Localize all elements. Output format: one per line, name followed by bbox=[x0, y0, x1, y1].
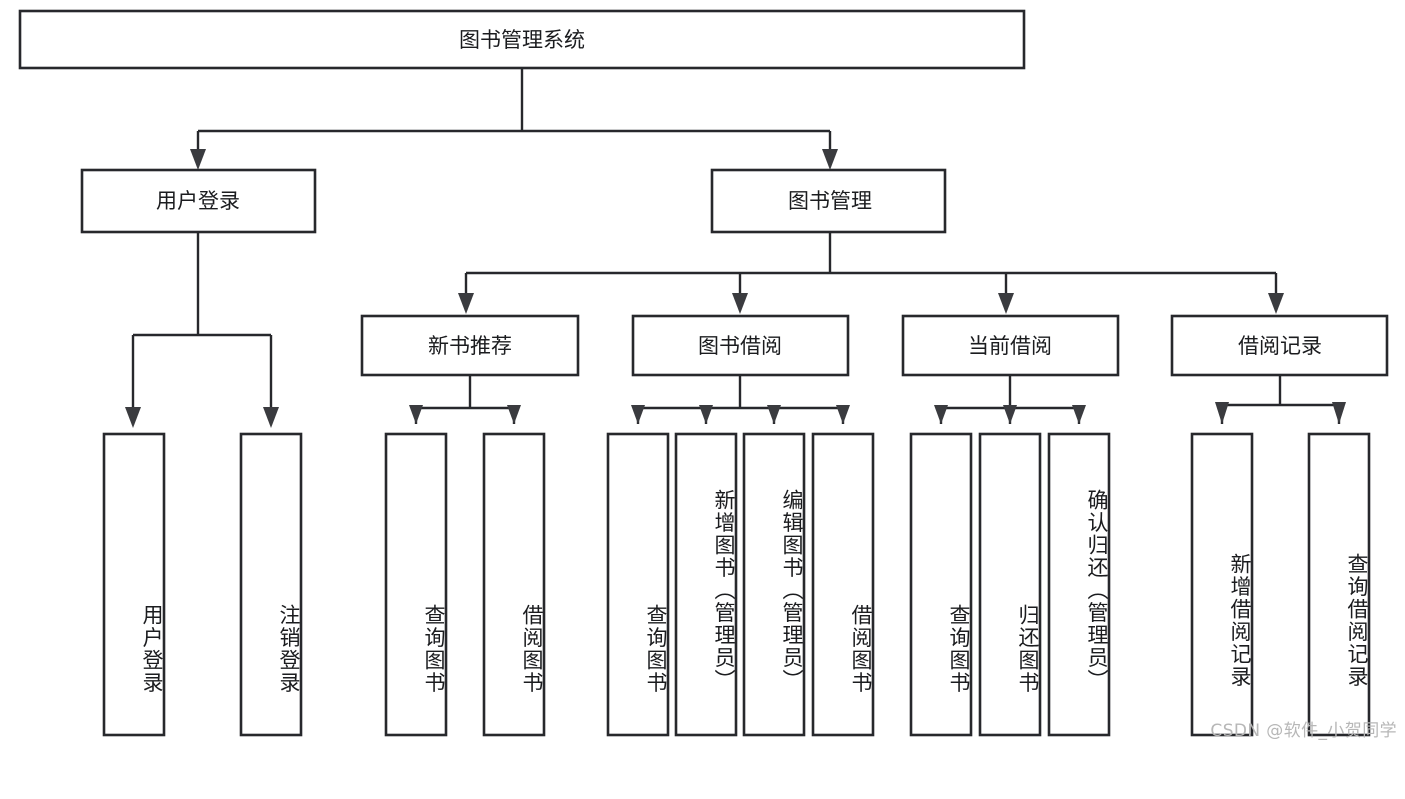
node-current-borrow-label: 当前借阅 bbox=[968, 334, 1052, 358]
node-leaf-book-borrow-2-box[interactable] bbox=[674, 432, 738, 737]
node-leaf-user-login-2-box[interactable] bbox=[239, 432, 303, 737]
arrowhead-book-mgmt bbox=[822, 149, 838, 170]
arrowhead-user-login bbox=[190, 149, 206, 170]
node-layer: 图书管理系统 用户登录 图书管理 新书推荐 图书借阅 当前借阅 借阅记录 bbox=[18, 9, 1389, 737]
node-root-label: 图书管理系统 bbox=[459, 28, 585, 52]
arrowhead-layer bbox=[125, 149, 1346, 428]
node-new-book-box[interactable] bbox=[360, 314, 580, 377]
node-leaf-borrow-record-1-box[interactable] bbox=[1190, 432, 1254, 737]
flowchart-canvas: 图书管理系统 用户登录 图书管理 新书推荐 图书借阅 当前借阅 借阅记录 bbox=[18, 9, 1397, 741]
arrowhead-current-borrow-leaf-2 bbox=[1003, 405, 1017, 424]
node-leaf-current-borrow-2-box[interactable] bbox=[978, 432, 1042, 737]
flowchart-svg: 图书管理系统 用户登录 图书管理 新书推荐 图书借阅 当前借阅 借阅记录 bbox=[18, 9, 1389, 737]
node-book-mgmt-box[interactable] bbox=[710, 168, 947, 234]
arrowhead-book-borrow bbox=[732, 293, 748, 314]
node-user-login-box[interactable] bbox=[80, 168, 317, 234]
node-root-box[interactable] bbox=[18, 9, 1026, 70]
node-leaf-new-book-1-box[interactable] bbox=[384, 432, 448, 737]
node-leaf-book-borrow-1-box[interactable] bbox=[606, 432, 670, 737]
node-leaf-book-borrow-4-box[interactable] bbox=[811, 432, 875, 737]
arrowhead-current-borrow bbox=[998, 293, 1014, 314]
arrowhead-book-borrow-leaf-3 bbox=[767, 405, 781, 424]
node-leaf-borrow-record-2-box[interactable] bbox=[1307, 432, 1371, 737]
arrowhead-user-login-leaf-1 bbox=[125, 407, 141, 428]
node-leaf-user-login-1-box[interactable] bbox=[102, 432, 166, 737]
node-user-login-label: 用户登录 bbox=[156, 189, 240, 213]
arrowhead-user-login-leaf-2 bbox=[263, 407, 279, 428]
node-borrow-record-box[interactable] bbox=[1170, 314, 1389, 377]
node-book-mgmt-label: 图书管理 bbox=[788, 189, 872, 213]
arrowhead-book-borrow-leaf-1 bbox=[631, 405, 645, 424]
arrowhead-book-borrow-leaf-4 bbox=[836, 405, 850, 424]
arrowhead-borrow-record bbox=[1268, 293, 1284, 314]
arrowhead-current-borrow-leaf-3 bbox=[1072, 405, 1086, 424]
arrowhead-new-book-leaf-1 bbox=[409, 405, 423, 424]
node-borrow-record-label: 借阅记录 bbox=[1238, 334, 1322, 358]
node-leaf-current-borrow-1-box[interactable] bbox=[909, 432, 973, 737]
arrowhead-borrow-record-leaf-2 bbox=[1332, 402, 1346, 424]
arrowhead-new-book bbox=[458, 293, 474, 314]
node-leaf-new-book-2-box[interactable] bbox=[482, 432, 546, 737]
arrowhead-current-borrow-leaf-1 bbox=[934, 405, 948, 424]
node-leaf-current-borrow-3-box[interactable] bbox=[1047, 432, 1111, 737]
node-new-book-label: 新书推荐 bbox=[428, 334, 512, 358]
node-leaf-book-borrow-3-box[interactable] bbox=[742, 432, 806, 737]
node-book-borrow-label: 图书借阅 bbox=[698, 334, 782, 358]
watermark-text: CSDN @软件_小贺同学 bbox=[1210, 721, 1397, 741]
arrowhead-borrow-record-leaf-1 bbox=[1215, 402, 1229, 424]
arrowhead-new-book-leaf-2 bbox=[507, 405, 521, 424]
arrowhead-book-borrow-leaf-2 bbox=[699, 405, 713, 424]
node-current-borrow-box[interactable] bbox=[901, 314, 1120, 377]
node-book-borrow-box[interactable] bbox=[631, 314, 850, 377]
